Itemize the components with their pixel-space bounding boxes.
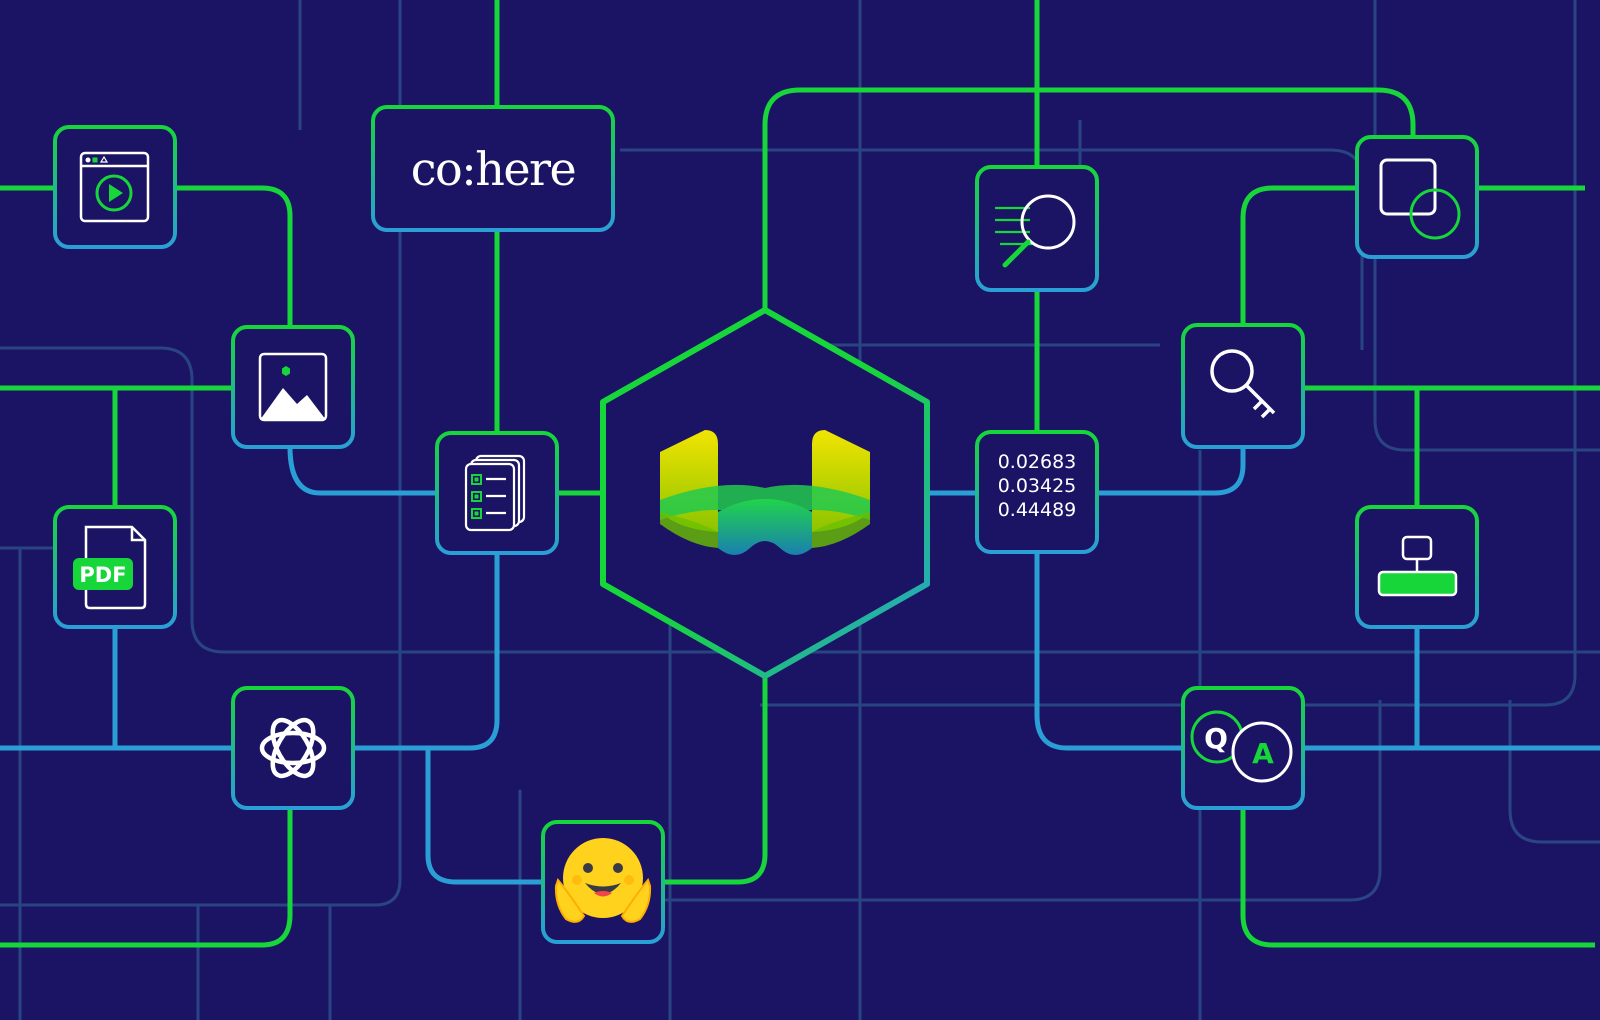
documents-icon: [464, 454, 526, 532]
answer-label: A: [1252, 737, 1274, 770]
node-weaviate-hub: [600, 307, 930, 679]
shapes-icon: [1379, 158, 1461, 240]
node-documents: [435, 431, 559, 555]
openai-icon: [259, 717, 327, 779]
node-pdf: PDF: [53, 505, 177, 629]
embedding-value-3: 0.44489: [997, 499, 1077, 521]
pdf-icon: PDF: [73, 525, 147, 610]
hierarchy-icon: [1377, 535, 1458, 597]
question-answer-icon: Q A: [1190, 710, 1293, 783]
cohere-logo: co:here: [410, 142, 577, 196]
node-question-answer: Q A: [1181, 686, 1305, 810]
image-icon: [258, 352, 328, 422]
node-embedding: [975, 430, 1099, 554]
node-openai: [231, 686, 355, 810]
key-icon: [1210, 349, 1276, 419]
video-player-icon: [79, 151, 150, 223]
node-key: [1181, 323, 1305, 449]
weaviate-logo: [660, 430, 870, 555]
node-cohere: [371, 105, 615, 232]
huggingface-icon: [554, 838, 652, 923]
embedding-value-2: 0.03425: [997, 475, 1077, 497]
node-search: [975, 165, 1099, 292]
node-shapes: [1355, 135, 1479, 259]
node-image: [231, 325, 355, 449]
node-hierarchy: [1355, 505, 1479, 629]
node-video-player: [53, 125, 177, 249]
search-icon: [995, 194, 1076, 268]
question-label: Q: [1204, 722, 1228, 755]
connection-lines: [0, 0, 1600, 948]
embedding-value-1: 0.02683: [997, 451, 1077, 473]
pdf-label: PDF: [79, 563, 126, 587]
node-huggingface: [541, 820, 665, 944]
embedding-vector-icon: 0.02683 0.03425 0.44489: [976, 450, 1098, 522]
